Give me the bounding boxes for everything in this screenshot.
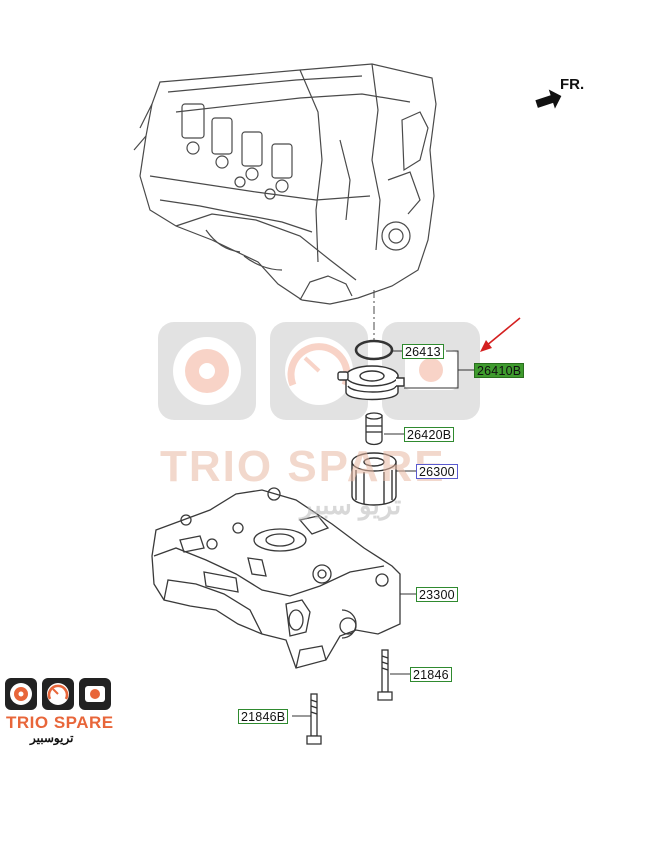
highlight-pointer-arrow [480,317,521,352]
brand-logo-icons [5,678,111,710]
oil-cooler-part [337,365,405,401]
part-label-26420b[interactable]: 26420B [404,427,455,442]
part-label-26300[interactable]: 26300 [416,464,458,479]
watermark-brand-text: TRIO SPARE [160,442,446,491]
part-label-26413[interactable]: 26413 [402,344,444,359]
front-direction-label: FR. [560,76,585,93]
part-label-21846[interactable]: 21846 [410,667,452,682]
bolt-21846-part [377,649,393,701]
o-ring-part [354,339,394,361]
part-label-26410b[interactable]: 26410B [474,363,525,378]
engine-block [133,63,437,305]
part-label-21846b[interactable]: 21846B [238,709,289,724]
brand-logo-arabic: تريوسبير [30,731,74,745]
watermark-arabic-text: تريو سبير [300,490,402,520]
oil-pump-assembly [151,487,401,669]
front-direction-icon [535,89,562,109]
center-bolt-part [365,412,383,446]
leader-lines [292,350,474,717]
oil-filter-part [351,452,397,506]
part-label-23300[interactable]: 23300 [416,587,458,602]
bolt-21846b-part [306,693,322,745]
watermark-graphic [158,322,480,420]
brand-logo-text: TRIO SPARE [6,713,114,732]
